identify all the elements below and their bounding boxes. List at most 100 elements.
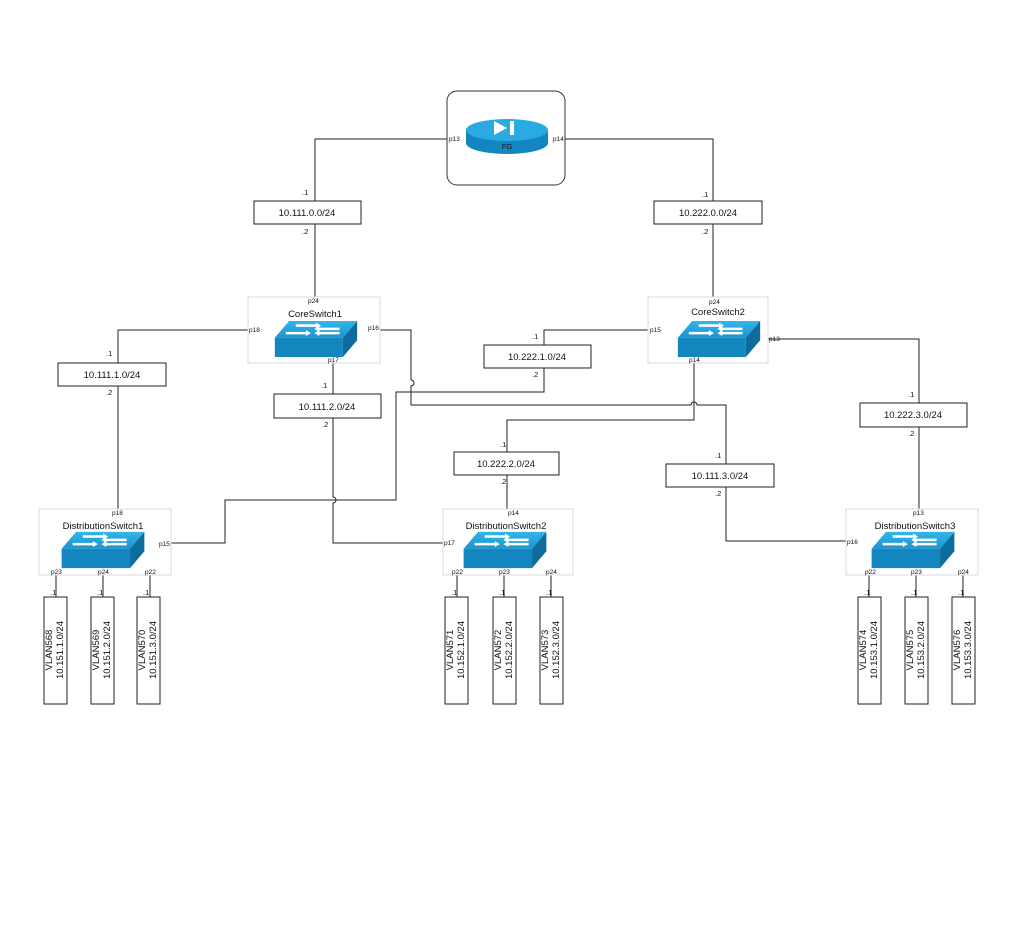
ip-b: .2 [322, 420, 328, 429]
vlan-575[interactable]: VLAN575 10.153.2.0/24 .1 [904, 588, 929, 705]
link-net111-2-dist2 [332, 418, 443, 544]
ip-a: .1 [702, 190, 708, 199]
core-switch-2[interactable]: CoreSwitch2 p24 p15 p13 p14 [647, 296, 780, 364]
vlan-ip: .1 [50, 588, 56, 597]
vlan-ip: .1 [864, 588, 870, 597]
vlan-572[interactable]: VLAN572 10.152.2.0/24 .1 [492, 588, 517, 705]
dist1-port-c: p22 [145, 569, 156, 576]
switch-icon [463, 531, 547, 569]
network-label: 10.111.3.0/24 [692, 471, 749, 482]
link-fg-core2 [565, 138, 714, 201]
transit-network-10-222-3-0[interactable]: 10.222.3.0/24 .1 .2 [859, 390, 968, 438]
vlan-ip: .1 [546, 588, 552, 597]
dist1-label: DistributionSwitch1 [63, 521, 144, 532]
dist3-port-c: p24 [958, 569, 969, 576]
switch-icon [61, 531, 145, 569]
vlan-name: VLAN575 [905, 630, 916, 671]
transit-network-10-111-1-0[interactable]: 10.111.1.0/24 .1 .2 [57, 349, 167, 397]
vlan-name: VLAN570 [137, 630, 148, 671]
dist2-port-left: p17 [444, 540, 455, 547]
core1-port-right: p16 [368, 325, 379, 332]
dist3-port-a: p22 [865, 569, 876, 576]
vlan-name: VLAN576 [952, 630, 963, 671]
ip-b: .2 [500, 477, 506, 486]
transit-network-10-222-1-0[interactable]: 10.222.1.0/24 .1 .2 [483, 332, 592, 379]
vlan-ip: .1 [499, 588, 505, 597]
network-label: 10.222.2.0/24 [477, 459, 535, 470]
firewall-port-right: p14 [553, 136, 564, 143]
dist3-port-top: p13 [913, 510, 924, 517]
dist1-port-a: p23 [51, 569, 62, 576]
dist1-port-top: p18 [112, 510, 123, 517]
ip-a: .1 [500, 440, 506, 449]
vlan-network: 10.152.2.0/24 [504, 621, 515, 679]
ip-b: .2 [302, 227, 308, 236]
vlan-network: 10.153.3.0/24 [963, 621, 974, 679]
ip-b: .2 [908, 429, 914, 438]
vlan-ip: .1 [97, 588, 103, 597]
dist2-port-b: p23 [499, 569, 510, 576]
link-net111-3-dist3 [725, 487, 846, 542]
ip-b: .2 [702, 227, 708, 236]
vlan-576[interactable]: VLAN576 10.153.3.0/24 .1 [951, 588, 976, 705]
ip-a: .1 [715, 451, 721, 460]
vlan-network: 10.151.3.0/24 [148, 621, 159, 679]
core1-port-top: p24 [308, 298, 319, 305]
network-label: 10.111.1.0/24 [84, 370, 141, 381]
ip-a: .1 [106, 349, 112, 358]
switch-icon [677, 320, 761, 358]
vlan-ip: .1 [958, 588, 964, 597]
link-fg-core1 [314, 138, 447, 201]
vlan-name: VLAN568 [44, 630, 55, 671]
distribution-switch-1[interactable]: DistributionSwitch1 p18 p15 p23 p24 p22 [38, 508, 172, 576]
vlan-574[interactable]: VLAN574 10.153.1.0/24 .1 [857, 588, 882, 705]
transit-network-10-111-0-0[interactable]: 10.111.0.0/24 .1 .2 [253, 188, 362, 236]
core2-port-bottom: p14 [689, 357, 700, 364]
dist2-label: DistributionSwitch2 [466, 521, 547, 532]
transit-network-10-222-0-0[interactable]: 10.222.0.0/24 .1 .2 [653, 190, 763, 236]
dist1-port-b: p24 [98, 569, 109, 576]
core-switch-1[interactable]: CoreSwitch1 p24 p18 p16 p17 [247, 296, 381, 364]
vlan-name: VLAN574 [858, 630, 869, 671]
links [55, 138, 964, 597]
dist3-port-b: p23 [911, 569, 922, 576]
vlan-name: VLAN572 [493, 630, 504, 671]
vlan-573[interactable]: VLAN573 10.152.3.0/24 .1 [539, 588, 564, 705]
link-net222-1-core2 [543, 329, 648, 345]
distribution-switch-2[interactable]: DistributionSwitch2 p14 p17 p22 p23 p24 [442, 508, 574, 576]
dist1-port-right: p15 [159, 541, 170, 548]
link-core2-net222-2 [506, 363, 695, 452]
vlan-570[interactable]: VLAN570 10.151.3.0/24 .1 [136, 588, 161, 705]
vlan-ip: .1 [911, 588, 917, 597]
distribution-switch-3[interactable]: DistributionSwitch3 p13 p16 p22 p23 p24 [845, 508, 979, 576]
ip-a: .1 [321, 381, 327, 390]
vlan-network: 10.151.2.0/24 [102, 621, 113, 679]
ip-b: .2 [532, 370, 538, 379]
firewall-label: FG [502, 142, 513, 151]
dist3-label: DistributionSwitch3 [875, 521, 956, 532]
vlan-568[interactable]: VLAN568 10.151.1.0/24 .1 [43, 588, 68, 705]
switch-icon [871, 531, 955, 569]
core2-port-top: p24 [709, 299, 720, 306]
network-label: 10.222.0.0/24 [679, 208, 737, 219]
link-core1-net111-3 [380, 329, 727, 464]
switch-icon [274, 320, 358, 358]
link-core2-net222-3 [768, 338, 920, 403]
vlan-network: 10.151.1.0/24 [55, 621, 66, 679]
link-core1-net111-1 [117, 329, 248, 363]
network-label: 10.111.2.0/24 [299, 402, 356, 413]
transit-network-10-222-2-0[interactable]: 10.222.2.0/24 .1 .2 [453, 440, 560, 486]
dist2-port-c: p24 [546, 569, 557, 576]
network-label: 10.222.1.0/24 [508, 352, 566, 363]
vlan-569[interactable]: VLAN569 10.151.2.0/24 .1 [90, 588, 115, 705]
vlan-name: VLAN571 [445, 630, 456, 671]
firewall-fg[interactable]: FG p13 p14 [446, 90, 566, 186]
transit-network-10-111-3-0[interactable]: 10.111.3.0/24 .1 .2 [665, 451, 775, 498]
ip-a: .1 [908, 390, 914, 399]
vlan-571[interactable]: VLAN571 10.152.1.0/24 .1 [444, 588, 469, 705]
transit-network-10-111-2-0[interactable]: 10.111.2.0/24 .1 .2 [273, 381, 382, 429]
vlan-network: 10.152.3.0/24 [551, 621, 562, 679]
dist3-port-left: p16 [847, 539, 858, 546]
dist2-port-top: p14 [508, 510, 519, 517]
